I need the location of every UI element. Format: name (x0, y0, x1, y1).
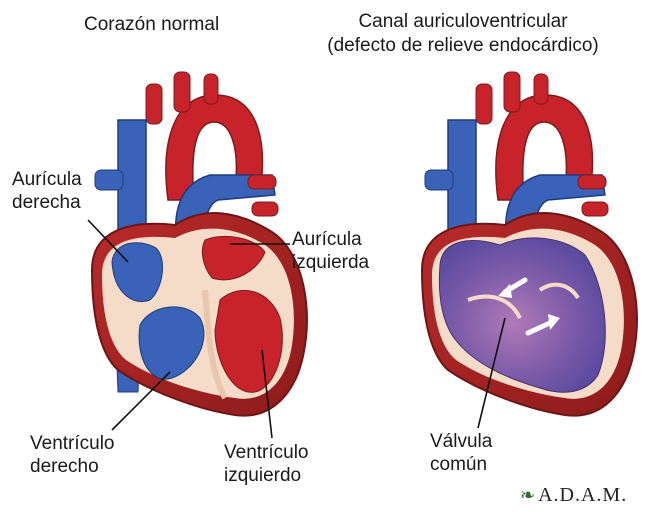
branch-3 (204, 74, 218, 104)
label-left-ventricle: Ventrículo izquierdo (224, 441, 309, 487)
branch-2 (174, 72, 190, 112)
branch-3b (534, 74, 548, 104)
label-common-valve: Válvula común (430, 430, 492, 476)
label-right-ventricle: Ventrículo derecho (30, 432, 115, 478)
pulm-vein-1b (578, 175, 606, 189)
defect-heart (422, 72, 637, 416)
pulm-vein-1 (248, 175, 276, 189)
branch-1b (476, 84, 492, 124)
svc-branch-2 (425, 170, 453, 190)
pulm-vein-2 (252, 202, 278, 216)
branch-2b (504, 72, 520, 112)
title-normal-heart: Corazón normal (84, 13, 219, 36)
leaf-icon: ❧ (520, 485, 536, 505)
adam-logo: ❧A.D.A.M. (520, 484, 627, 507)
logo-text: A.D.A.M. (538, 484, 627, 506)
label-left-atrium: Aurícula izquierda (292, 228, 369, 274)
label-right-atrium: Aurícula derecha (12, 168, 82, 214)
title-av-canal: Canal auriculoventricular (defecto de re… (288, 10, 638, 58)
pulm-vein-2b (582, 202, 608, 216)
svc-branch (95, 170, 123, 190)
branch-1 (146, 84, 162, 124)
